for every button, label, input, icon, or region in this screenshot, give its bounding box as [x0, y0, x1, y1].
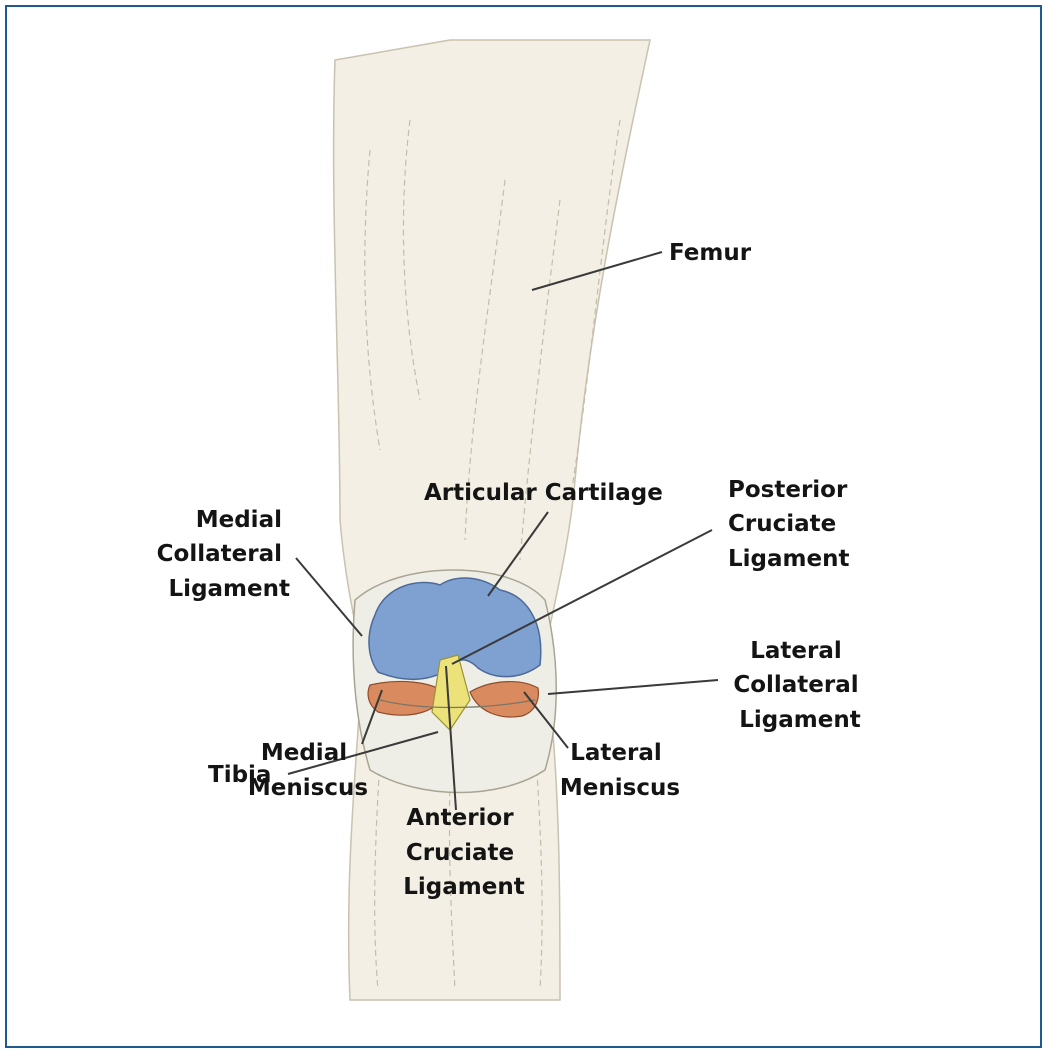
label-lateral-meniscus: Lateral Meniscus [560, 740, 680, 801]
label-anterior-cruciate: Anterior Cruciate Ligament [403, 805, 524, 900]
femur-bone [334, 40, 650, 650]
label-articular-cartilage: Articular Cartilage [424, 480, 663, 506]
label-medial-collateral: Medial Collateral Ligament [157, 507, 290, 602]
label-posterior-cruciate: Posterior Cruciate Ligament [728, 477, 855, 572]
lateral-collateral-leader [548, 680, 718, 694]
label-tibia: Tibia [208, 762, 271, 788]
label-lateral-collateral: Lateral Collateral Ligament [733, 638, 866, 733]
label-femur: Femur [669, 240, 752, 266]
